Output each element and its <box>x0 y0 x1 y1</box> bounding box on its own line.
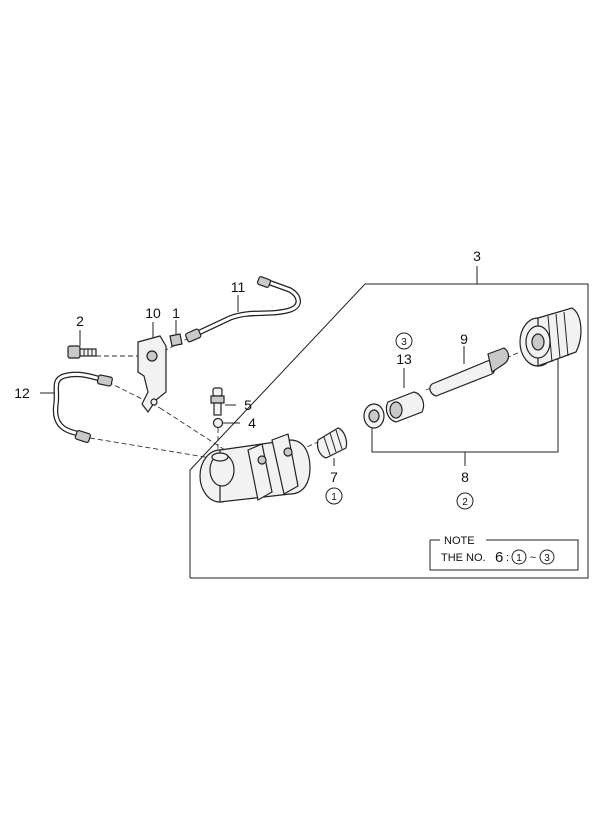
svg-text:3: 3 <box>401 337 407 348</box>
note-range-start: 1 <box>511 549 527 565</box>
callout-3: 3 <box>473 248 481 264</box>
callout-12: 12 <box>14 385 30 401</box>
note-tilde: ~ <box>530 552 536 564</box>
pipe-12 <box>40 371 113 443</box>
bracket-10 <box>137 322 167 414</box>
clip-1 <box>169 320 183 347</box>
callout-4: 4 <box>248 415 256 431</box>
cylinder-body <box>199 433 311 503</box>
assembly-boundary <box>189 266 589 579</box>
circled-ref-1: 1 <box>325 487 343 505</box>
circled-ref-2: 2 <box>456 492 474 510</box>
svg-text:1: 1 <box>516 553 522 564</box>
bracket-8 <box>371 346 559 466</box>
bleeder-5 <box>210 387 236 416</box>
boot-large <box>519 307 582 367</box>
pushrod-9 <box>429 346 510 397</box>
note-prefix: THE NO. <box>441 552 486 564</box>
callout-13: 13 <box>396 351 412 367</box>
note-box: NOTE THE NO. 6 : 1 ~ 3 <box>429 535 579 571</box>
bolt-2 <box>67 330 97 359</box>
callout-10: 10 <box>145 305 161 321</box>
note-colon: : <box>506 552 509 564</box>
piston-13 <box>385 368 425 423</box>
svg-text:2: 2 <box>462 497 468 508</box>
callout-8: 8 <box>461 469 469 485</box>
note-title: NOTE <box>444 535 475 547</box>
callout-11: 11 <box>231 279 246 295</box>
svg-text:3: 3 <box>544 553 550 564</box>
boot-7 <box>316 427 348 466</box>
cap-4 <box>212 417 240 429</box>
note-range-end: 3 <box>539 549 555 565</box>
pipe-11 <box>185 276 301 343</box>
svg-text:1: 1 <box>331 492 337 503</box>
note-number: 6 <box>495 549 503 566</box>
circled-ref-3: 3 <box>395 332 413 350</box>
callout-9: 9 <box>460 331 468 347</box>
callout-2: 2 <box>76 313 84 329</box>
callout-5: 5 <box>244 397 252 413</box>
seal-ring <box>363 403 385 429</box>
callout-1: 1 <box>172 305 180 321</box>
callout-7: 7 <box>330 469 338 485</box>
